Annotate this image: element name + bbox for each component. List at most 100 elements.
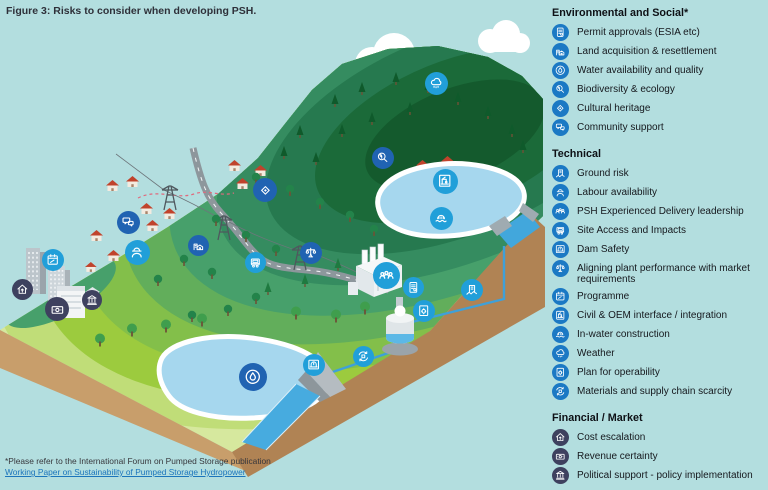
map-marker-cost-escalation: [11, 278, 33, 300]
map-marker-biodiversity-ecology: [372, 147, 394, 169]
legend-item-label: Plan for operability: [577, 366, 660, 378]
map-marker-plan-operability: [413, 300, 435, 322]
legend-item-label: Aligning plant performance with market r…: [577, 262, 750, 286]
revenue-certainty-icon: [552, 448, 569, 466]
footnote: *Please refer to the International Forum…: [5, 456, 271, 478]
map-marker-civil-oem: [432, 168, 458, 194]
legend-item: Permit approvals (ESIA etc): [552, 24, 765, 41]
political-support-icon: [552, 467, 569, 485]
water-availability-icon: [552, 62, 569, 79]
legend-item-label: Materials and supply chain scarcity: [577, 385, 733, 397]
map-marker-site-access: [244, 251, 266, 273]
legend-item-label: In-water construction: [577, 328, 670, 340]
materials-supply-icon: [552, 383, 569, 401]
ground-risk-icon: [552, 165, 569, 182]
legend-item: Weather: [552, 345, 765, 363]
legend-item: Civil & OEM interface / integration: [552, 307, 765, 325]
legend-item: Dam Safety: [552, 241, 765, 258]
legend-item-label: Permit approvals (ESIA etc): [577, 26, 700, 38]
legend-section-title: Technical: [552, 148, 602, 160]
plan-operability-icon: [552, 364, 569, 382]
map-marker-community-support: [116, 210, 140, 234]
legend-item: PSH Experienced Delivery leadership: [552, 203, 765, 220]
legend-item-label: PSH Experienced Delivery leadership: [577, 205, 744, 217]
legend-item-label: Weather: [577, 347, 615, 359]
figure-title: Figure 3: Risks to consider when develop…: [6, 5, 257, 17]
civil-oem-icon: [552, 307, 569, 325]
map-marker-ground-risk: [461, 279, 483, 301]
legend-item: Community support: [552, 119, 765, 136]
legend-section-environmental: Environmental and Social* Permit approva…: [552, 7, 765, 136]
programme-calendar-icon: [552, 288, 569, 306]
legend-item-label: Site Access and Impacts: [577, 224, 686, 236]
map-marker-in-water-construction: [429, 206, 453, 230]
legend-item: Land acquisition & resettlement: [552, 43, 765, 60]
cultural-heritage-icon: [552, 100, 569, 117]
map-marker-materials-supply: [352, 345, 374, 367]
spillway: [242, 384, 320, 450]
legend-item: Aligning plant performance with market r…: [552, 260, 765, 286]
legend-item: Programme: [552, 288, 765, 306]
labour-availability-icon: [552, 184, 569, 201]
legend-item: Site Access and Impacts: [552, 222, 765, 239]
map-marker-weather: [424, 71, 448, 95]
site-access-icon: [552, 222, 569, 239]
map-marker-permit-approvals: [402, 276, 424, 298]
legend-item: Labour availability: [552, 184, 765, 201]
transmission-pylon: [161, 185, 179, 211]
legend-item: In-water construction: [552, 326, 765, 344]
legend-item-label: Civil & OEM interface / integration: [577, 309, 728, 321]
dam-upper: [497, 211, 540, 248]
land-acquisition-icon: [552, 43, 569, 60]
map-marker-cultural-heritage: [253, 178, 277, 202]
cost-escalation-icon: [552, 429, 569, 447]
map-marker-land-acquisition: [187, 234, 209, 256]
legend-item-label: Cultural heritage: [577, 102, 651, 114]
permit-approvals-icon: [552, 24, 569, 41]
legend-item: Plan for operability: [552, 364, 765, 382]
legend-item-label: Water availability and quality: [577, 64, 704, 76]
footnote-text: *Please refer to the International Forum…: [5, 456, 271, 466]
footnote-link[interactable]: Working Paper on Sustainability of Pumpe…: [5, 467, 246, 478]
legend-item-label: Revenue certainty: [577, 450, 658, 462]
map-marker-dam-safety: [303, 354, 325, 376]
legend-item: Biodiversity & ecology: [552, 81, 765, 98]
legend-section-financial: Financial / Market Cost escalation Reven…: [552, 412, 765, 485]
legend-item-label: Labour availability: [577, 186, 658, 198]
upper-reservoir: [375, 161, 540, 248]
map-marker-psh-leadership: [372, 261, 400, 289]
weather-icon: [552, 345, 569, 363]
legend-item: Ground risk: [552, 165, 765, 182]
legend-section-technical: Technical Ground risk Labour availabilit…: [552, 148, 765, 401]
legend-item: Cultural heritage: [552, 100, 765, 117]
legend-item-label: Programme: [577, 290, 630, 302]
legend: Environmental and Social* Permit approva…: [552, 7, 765, 490]
legend-item-label: Political support - policy implementatio…: [577, 469, 753, 481]
soil-front-face: [0, 330, 248, 472]
legend-item-label: Dam Safety: [577, 243, 630, 255]
legend-item-label: Biodiversity & ecology: [577, 83, 675, 95]
psh-leadership-icon: [552, 203, 569, 220]
legend-item-label: Ground risk: [577, 167, 629, 179]
legend-section-title: Environmental and Social*: [552, 7, 689, 19]
power-lines: [115, 153, 363, 276]
map-marker-political-support: [82, 290, 102, 310]
legend-item: Cost escalation: [552, 429, 765, 447]
map-marker-water-availability: [239, 363, 267, 391]
map-marker-aligning-plant: [300, 242, 322, 264]
soil-right-face: [232, 216, 545, 477]
legend-item-label: Community support: [577, 121, 664, 133]
map-marker-programme-calendar: [42, 249, 64, 271]
community-support-icon: [552, 119, 569, 136]
legend-item: Political support - policy implementatio…: [552, 467, 765, 485]
map-marker-revenue-certainty: [45, 297, 69, 321]
legend-item: Revenue certainty: [552, 448, 765, 466]
biodiversity-ecology-icon: [552, 81, 569, 98]
dam-safety-icon: [552, 241, 569, 258]
map-marker-labour-availability: [124, 239, 150, 265]
turbine: [382, 297, 418, 356]
aligning-plant-icon: [552, 260, 569, 277]
legend-section-title: Financial / Market: [552, 412, 643, 425]
legend-item: Water availability and quality: [552, 62, 765, 79]
